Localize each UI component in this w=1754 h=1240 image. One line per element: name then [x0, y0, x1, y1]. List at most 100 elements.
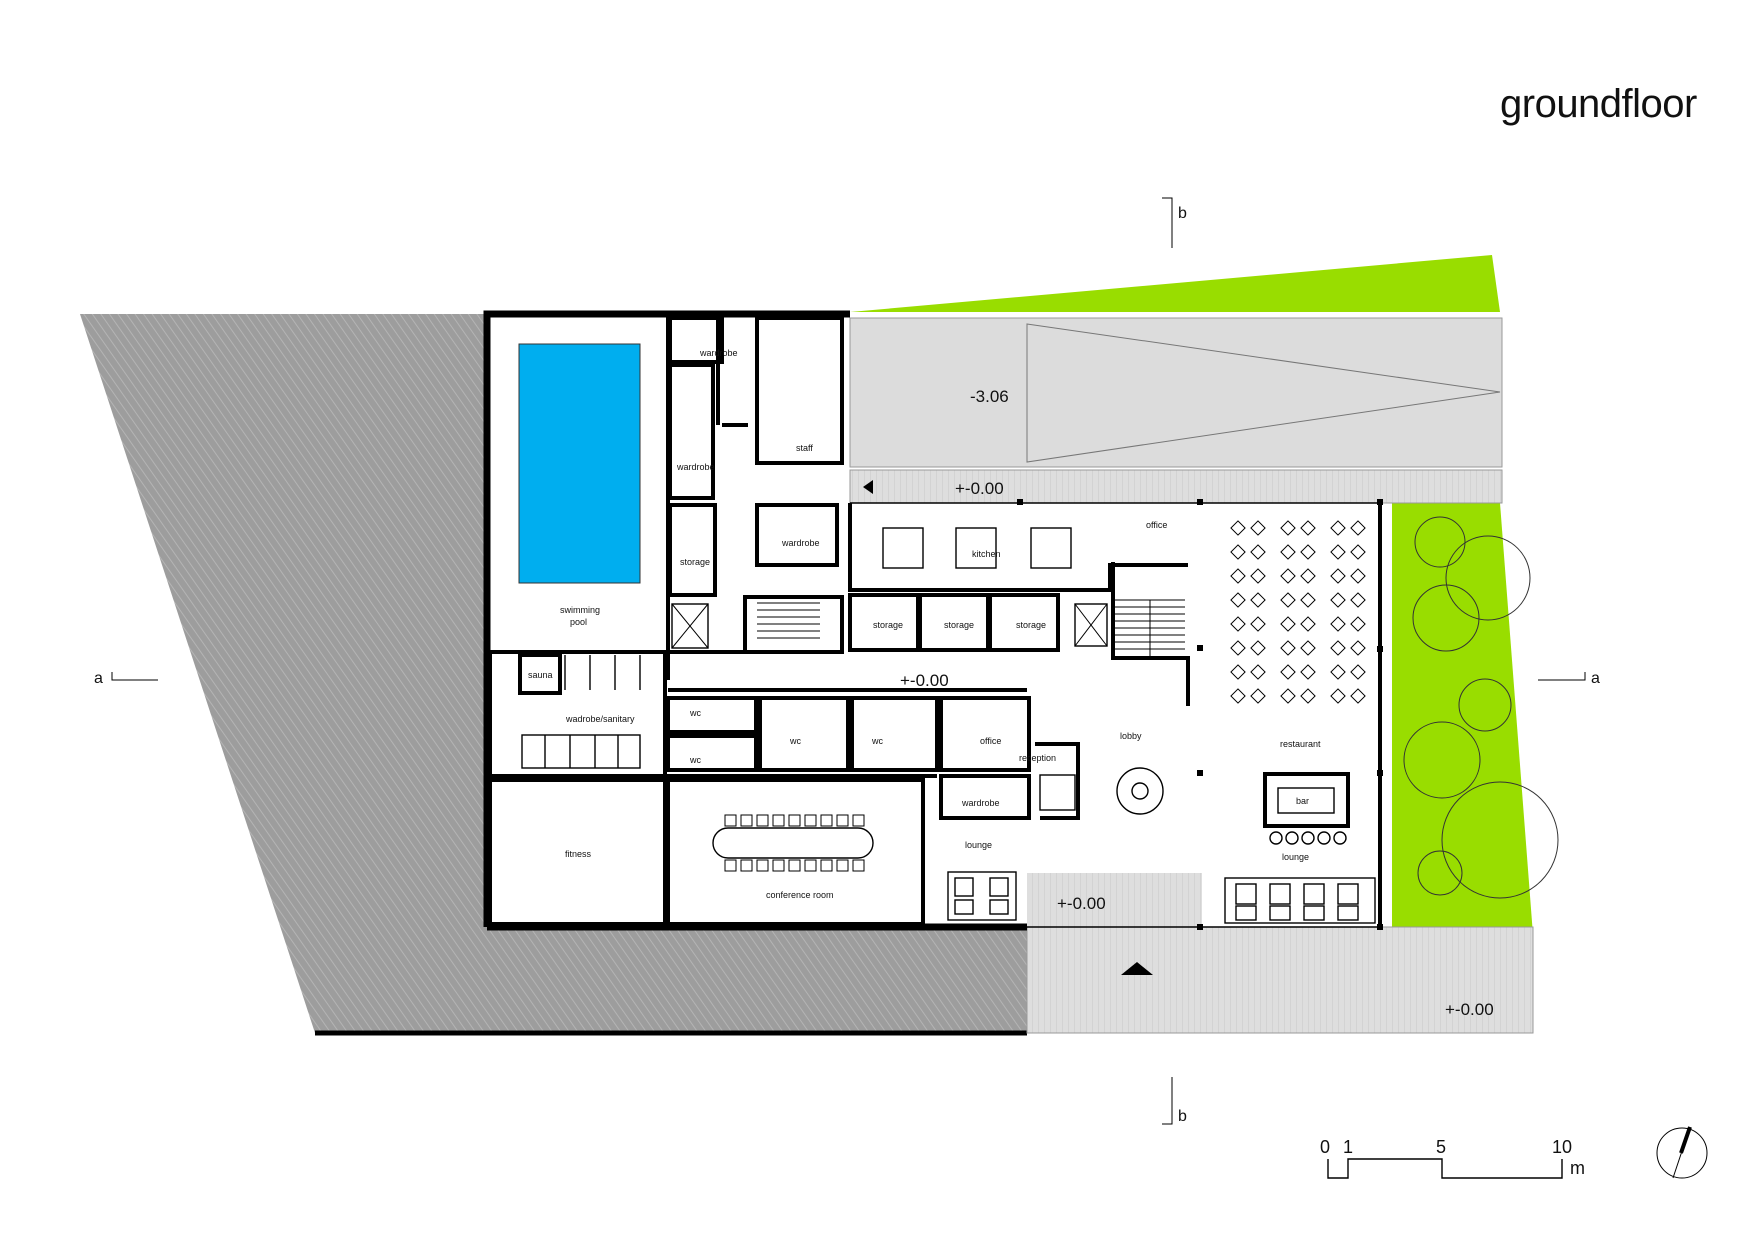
staff-room	[755, 316, 844, 465]
section-b-top: b	[1178, 205, 1187, 222]
restaurant-table	[1350, 664, 1366, 680]
scale-bar	[1327, 1158, 1563, 1179]
label-wardrobe-top: wardrobe	[699, 348, 738, 358]
scale-unit: m	[1570, 1158, 1585, 1178]
wardrobe-left-room	[668, 363, 715, 500]
wc-room-1	[666, 696, 758, 734]
south-terrace	[1026, 926, 1534, 1034]
trees	[1403, 516, 1559, 899]
restaurant-table	[1330, 640, 1346, 656]
staff-stair-room	[743, 595, 844, 654]
corridor-wall-north	[668, 650, 1027, 692]
restaurant-table	[1280, 688, 1296, 704]
section-mark-a-left	[111, 672, 158, 681]
level-entrance: +-0.00	[1057, 894, 1106, 913]
bar-stools	[1269, 831, 1347, 845]
elevator-right-cross	[1074, 603, 1108, 647]
restaurant-table	[1350, 544, 1366, 560]
sanitary-cubicles-bottom	[521, 734, 641, 769]
kitchen-unit-1	[882, 527, 924, 569]
label-storage-left: storage	[680, 557, 710, 567]
wc-room-4	[850, 696, 939, 772]
level-north-terrace: +-0.00	[955, 479, 1004, 498]
label-bar: bar	[1296, 796, 1309, 806]
restaurant-table	[1350, 568, 1366, 584]
restaurant-table	[1250, 640, 1266, 656]
section-b-bottom: b	[1178, 1108, 1187, 1125]
conference-room	[666, 778, 925, 926]
main-stair-treads	[1115, 599, 1185, 656]
restaurant-table	[1330, 544, 1346, 560]
bar-inner	[1277, 787, 1335, 814]
wc-room-3	[758, 696, 850, 772]
restaurant-table	[1280, 568, 1296, 584]
label-wardrobe-left: wardrobe	[676, 462, 715, 472]
restaurant-table	[1250, 568, 1266, 584]
label-swimming: swimming	[560, 605, 600, 615]
columns	[1017, 499, 1383, 930]
parking-ramp	[849, 317, 1503, 468]
drawing-title: groundfloor	[1500, 82, 1697, 126]
entrance-terrace	[1027, 873, 1202, 927]
hatched-ground-area	[80, 314, 1027, 1033]
label-storage-3: storage	[1016, 620, 1046, 630]
scale-tick-10: 10	[1552, 1137, 1572, 1157]
restaurant-table	[1300, 640, 1316, 656]
label-conference-room: conference room	[766, 890, 834, 900]
restaurant-table	[1330, 616, 1346, 632]
restaurant-table	[1330, 688, 1346, 704]
kitchen-wall	[848, 503, 1188, 592]
swimming-pool-water	[518, 343, 641, 584]
restaurant-table	[1230, 544, 1246, 560]
section-a-left: a	[94, 670, 103, 687]
wardrobe-mid-room	[755, 503, 839, 567]
scale-tick-1: 1	[1343, 1137, 1353, 1157]
restaurant-table	[1230, 568, 1246, 584]
kitchen-unit-3	[1030, 527, 1072, 569]
service-corridor-wall	[716, 318, 748, 427]
restaurant-table	[1250, 544, 1266, 560]
elevator-left	[671, 603, 709, 649]
north-terrace	[849, 469, 1503, 504]
section-mark-a-right	[1538, 672, 1586, 681]
restaurant-table	[1280, 664, 1296, 680]
reception-desk	[1039, 774, 1076, 811]
label-wc-3: wc	[789, 736, 801, 746]
restaurant-table	[1350, 592, 1366, 608]
label-wc-2: wc	[689, 755, 701, 765]
label-kitchen: kitchen	[972, 549, 1001, 559]
north-arrow-head	[1679, 1126, 1692, 1154]
label-sauna: sauna	[528, 670, 553, 680]
bar-counter	[1263, 772, 1350, 828]
elevator-right	[1074, 603, 1108, 647]
label-restaurant: restaurant	[1280, 739, 1321, 749]
restaurant-table	[1350, 640, 1366, 656]
restaurant-table	[1280, 616, 1296, 632]
label-storage-2: storage	[944, 620, 974, 630]
storage-room-3	[988, 593, 1060, 652]
label-office-mid: office	[980, 736, 1001, 746]
restaurant-table	[1280, 544, 1296, 560]
restaurant-table	[1300, 664, 1316, 680]
restaurant-table	[1250, 664, 1266, 680]
level-parking-ramp: -3.06	[970, 387, 1009, 406]
lounge-left-seating	[947, 871, 1017, 921]
scale-tick-0: 0	[1320, 1137, 1330, 1157]
conference-chairs	[724, 814, 865, 872]
restaurant-table	[1330, 592, 1346, 608]
sauna-room	[518, 653, 562, 695]
restaurant-table	[1330, 568, 1346, 584]
restaurant-table	[1300, 616, 1316, 632]
lawn-north	[850, 255, 1500, 312]
terrace-arrow	[863, 480, 873, 494]
restaurant-table	[1250, 688, 1266, 704]
label-wardrobe-lounge: wardrobe	[961, 798, 1000, 808]
restaurant-table	[1250, 592, 1266, 608]
sanitary-cubicles-top	[564, 655, 641, 690]
wardrobe-lounge-room	[939, 774, 1031, 820]
main-stair-wall	[1111, 562, 1190, 706]
label-lounge-left: lounge	[965, 840, 992, 850]
lobby-round-table-inner	[1131, 782, 1149, 800]
label-staff: staff	[796, 443, 813, 453]
